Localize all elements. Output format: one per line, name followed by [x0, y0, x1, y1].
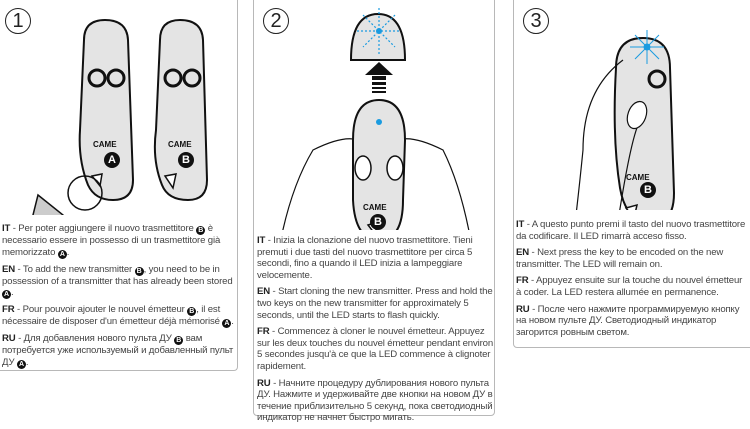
remote-label-b: B [178, 152, 194, 168]
remote-label-a: A [104, 152, 120, 168]
text-fr: FR - Commencez à cloner le nouvel émette… [257, 326, 497, 372]
badge-b: B [134, 266, 144, 276]
step-1-number: 1 [5, 8, 31, 34]
step-3-illustration: CAME [575, 30, 676, 210]
text-body: . [11, 287, 14, 299]
text-body: - Для добавления нового пульта ДУ [15, 333, 175, 345]
step-3-instructions: IT - A questo punto premi il tasto del n… [516, 219, 748, 343]
blinking-led-icon [349, 8, 407, 61]
lang-code: FR [2, 304, 15, 316]
lang-code: RU [257, 377, 271, 389]
arrow-up-icon [365, 62, 393, 93]
svg-text:CAME: CAME [168, 140, 192, 149]
remote-b-icon: CAME [153, 18, 209, 202]
text-body: - Per poter aggiungere il nuovo trasmett… [10, 223, 197, 234]
lang-code: FR [516, 275, 529, 287]
text-body: - Appuyez ensuite sur la touche du nouve… [516, 275, 743, 298]
step-2-illustration: CAME [282, 8, 470, 230]
step-1-instructions: IT - Per poter aggiungere il nuovo trasm… [2, 223, 238, 374]
text-body: è necessario essere in possesso di un tr… [2, 223, 221, 258]
step-3-number: 3 [523, 8, 549, 34]
text-body: - To add the new transmitter [15, 263, 135, 275]
svg-text:CAME: CAME [626, 173, 650, 182]
lang-code: EN [257, 286, 271, 298]
text-ru: RU - После чего нажмите программируемую … [516, 304, 748, 339]
hands-holding-remote-icon: CAME [282, 98, 470, 230]
text-ru: RU - Начните процедуру дублирования ново… [257, 378, 497, 424]
text-it: IT - Per poter aggiungere il nuovo trasm… [2, 223, 238, 259]
text-body: - Inizia la clonazione del nuovo trasmet… [257, 235, 473, 281]
lang-code: RU [2, 333, 16, 345]
step-3-panel [513, 0, 750, 348]
text-body: - После чего нажмите программируемую кно… [516, 303, 740, 338]
text-en: EN - Next press the key to be encoded on… [516, 247, 748, 270]
text-body: - Commencez à cloner le nouvel émetteur.… [257, 326, 494, 372]
badge-a: A [57, 249, 67, 259]
hand-pressing-icon [575, 59, 648, 210]
badge-b: B [187, 307, 197, 317]
lang-code: IT [516, 219, 525, 230]
lang-code: EN [516, 247, 530, 259]
lang-code: IT [257, 235, 266, 246]
text-body: . [231, 316, 234, 328]
step-2-number: 2 [263, 8, 289, 34]
step-2-instructions: IT - Inizia la clonazione del nuovo tras… [257, 235, 497, 429]
svg-text:CAME: CAME [93, 140, 117, 149]
text-body: вам потребуется уже используемый и добав… [2, 333, 234, 368]
remote-label-b: B [640, 182, 656, 198]
text-body: , you need to be in possession of a tran… [2, 263, 233, 287]
text-body: - Pour pouvoir ajouter le nouvel émetteu… [14, 304, 188, 316]
step-1-panel [0, 0, 238, 371]
led-on-icon [630, 30, 664, 64]
text-en: EN - To add the new transmitter B, you n… [2, 264, 238, 300]
lang-code: IT [2, 223, 11, 234]
text-body: - Начните процедуру дублирования нового … [257, 377, 493, 424]
text-body: - Start cloning the new transmitter. Pre… [257, 286, 493, 321]
text-en: EN - Start cloning the new transmitter. … [257, 286, 497, 321]
text-it: IT - Inizia la clonazione del nuovo tras… [257, 235, 497, 281]
text-it: IT - A questo punto premi il tasto del n… [516, 219, 748, 242]
text-body: . [25, 356, 29, 368]
svg-text:CAME: CAME [363, 203, 387, 212]
text-ru: RU - Для добавления нового пульта ДУ B в… [2, 333, 238, 369]
badge-b: B [196, 226, 206, 235]
text-body: , il est nécessaire de disposer d'un éme… [2, 304, 223, 328]
text-body: . [66, 246, 70, 258]
badge-a: A [222, 319, 232, 329]
remote-b-icon: CAME [613, 36, 676, 210]
keyring-icon [32, 175, 103, 215]
step-1-illustration: CAME CAME [32, 18, 209, 215]
remote-label-b: B [370, 214, 386, 230]
text-fr: FR - Pour pouvoir ajouter le nouvel émet… [2, 304, 238, 329]
text-body: - Next press the key to be encoded on th… [516, 247, 724, 270]
badge-a: A [16, 359, 26, 369]
remote-a-icon: CAME [78, 18, 135, 202]
badge-a: A [2, 290, 11, 300]
lang-code: EN [2, 263, 16, 275]
text-fr: FR - Appuyez ensuite sur la touche du no… [516, 275, 748, 298]
text-body: - A questo punto premi il tasto del nuov… [516, 219, 746, 242]
lang-code: FR [257, 326, 270, 338]
lang-code: RU [516, 303, 530, 315]
badge-b: B [174, 336, 184, 346]
